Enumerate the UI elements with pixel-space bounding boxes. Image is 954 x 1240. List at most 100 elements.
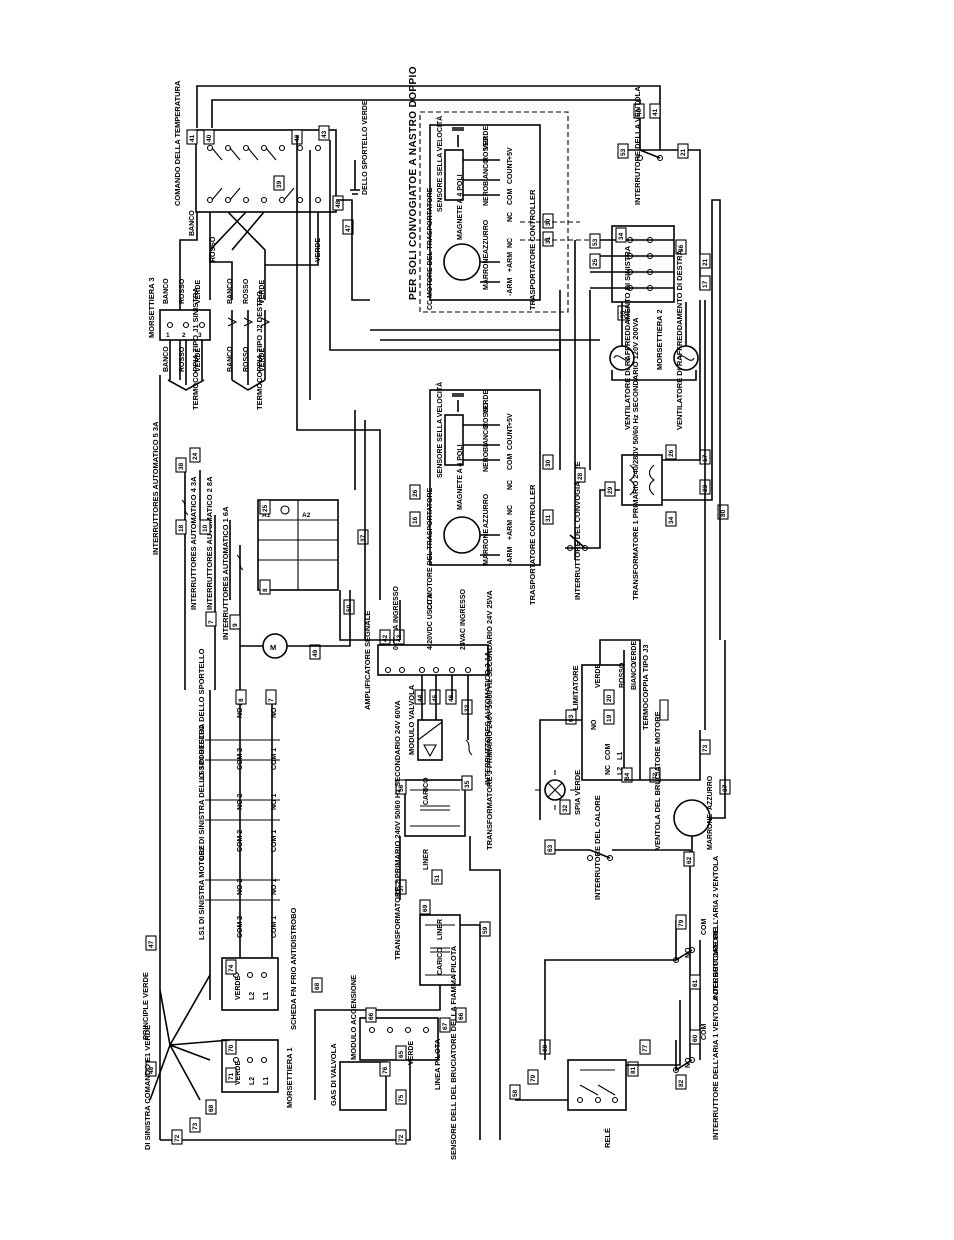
motore-1-symbol — [443, 243, 481, 281]
svg-text:65: 65 — [398, 1050, 405, 1058]
svg-text:68: 68 — [314, 982, 321, 990]
svg-text:NO 1: NO 1 — [271, 702, 278, 718]
svg-text:16: 16 — [412, 516, 419, 524]
svg-text:9: 9 — [232, 623, 239, 627]
wire-comando-rosso — [209, 212, 233, 300]
svg-text:AZZURRO: AZZURRO — [707, 775, 714, 810]
svg-text:NO 2: NO 2 — [237, 794, 244, 810]
svg-text:ROSSO: ROSSO — [179, 346, 186, 372]
svg-text:30: 30 — [545, 459, 552, 467]
sportello-label: DELLO SPORTELLO VERDE — [362, 100, 369, 195]
svg-text:24: 24 — [192, 452, 199, 460]
termocoppia-j2-label: TERMOCOPPIA TIPO J2 DESTRO — [255, 291, 264, 410]
trasformatore-1-box — [621, 454, 663, 506]
ventilatore-destra-label: VENTILATORE DI RAFFREDDAMENTO DI DESTRA — [675, 249, 684, 430]
termocoppia-j1-label: TERMOCOPPIA TIPO J1 SINISTRA — [191, 287, 200, 410]
svg-text:56: 56 — [398, 784, 405, 792]
svg-text:NO 1: NO 1 — [271, 794, 278, 810]
svg-text:BIANCO: BIANCO — [483, 424, 490, 452]
svg-text:+ARM: +ARM — [507, 252, 514, 272]
comando-tags: 41 40 42 43 39 48 47 — [186, 125, 354, 235]
svg-text:L1: L1 — [617, 752, 624, 760]
motore-2-label: CC MOTORE DEL TRASPORTATORE — [427, 487, 434, 610]
svg-text:75: 75 — [398, 1094, 405, 1102]
svg-text:VERDE: VERDE — [631, 641, 638, 665]
svg-text:NC: NC — [507, 238, 514, 248]
svg-text:53: 53 — [620, 148, 627, 156]
outer-wire-top-2 — [211, 99, 641, 150]
trasformatore-3-label: TRANSFORMATORE 3 PRIMARIO 240V 50/60 Hz … — [485, 590, 494, 850]
svg-text:AZZURRO: AZZURRO — [483, 493, 490, 528]
svg-text:MARRONE: MARRONE — [707, 814, 714, 850]
svg-text:59: 59 — [482, 926, 489, 934]
svg-text:7: 7 — [268, 698, 275, 702]
interruttori-1-label: INTERRUTTORES AUTOMATICO 1 6A — [221, 506, 230, 640]
svg-text:47: 47 — [148, 940, 155, 948]
svg-text:BIANCO: BIANCO — [483, 158, 490, 186]
morsettiera-3-box — [159, 309, 211, 341]
morsettiera-1-label: MORSETTIERA 1 — [285, 1047, 294, 1108]
svg-text:VERDE: VERDE — [195, 280, 202, 304]
svg-text:72: 72 — [398, 1134, 405, 1142]
limitatore-box — [581, 664, 625, 781]
interruttore-convogiatore-label: INTERRUTTORE DEL CONVOGIATORE — [573, 461, 582, 600]
trasformatore-2-label: TRANSFORMATORE 2 PRIMARIO 240V 50/60 Hz … — [393, 700, 402, 960]
svg-text:58: 58 — [512, 1089, 519, 1097]
svg-text:NO: NO — [685, 1057, 692, 1068]
svg-text:38: 38 — [178, 462, 185, 470]
svg-text:73: 73 — [192, 1122, 199, 1130]
svg-text:NERO: NERO — [483, 451, 490, 472]
svg-text:L1: L1 — [263, 992, 270, 1000]
svg-text:70: 70 — [228, 1044, 235, 1052]
svg-text:41: 41 — [652, 108, 659, 116]
svg-text:53: 53 — [592, 238, 599, 246]
svg-text:VERDE: VERDE — [235, 1061, 242, 1085]
modulo-accensione-label: MODULO ACCENSIONE — [349, 975, 358, 1060]
svg-text:3: 3 — [198, 332, 202, 339]
svg-text:71: 71 — [228, 1072, 235, 1080]
ls3-label: LS3 DI DESTRA DELLO SPORTELLO — [197, 648, 206, 780]
svg-text:10: 10 — [202, 524, 209, 532]
svg-text:25: 25 — [592, 258, 599, 266]
interruttori-4-label: INTERRUTTORES AUTOMATICO 4 3A — [189, 476, 198, 610]
svg-text:NC: NC — [507, 480, 514, 490]
svg-text:69: 69 — [422, 904, 429, 912]
svg-text:AZZURRO: AZZURRO — [483, 219, 490, 254]
svg-text:40: 40 — [636, 108, 643, 116]
amplificatore-label: AMPLIFICATORE SEGNALE — [363, 611, 372, 710]
interruttore-ventola-label: INTERRUTORE DELLA VENTOLA — [633, 86, 642, 205]
svg-text:ROSSO: ROSSO — [483, 402, 490, 428]
svg-text:COM 2: COM 2 — [237, 830, 244, 852]
svg-text:57: 57 — [398, 884, 405, 892]
svg-text:VERDE: VERDE — [408, 1041, 415, 1065]
svg-text:LINER: LINER — [437, 919, 444, 940]
svg-text:26: 26 — [412, 489, 419, 497]
double-conveyor-region — [419, 111, 569, 313]
svg-text:55: 55 — [620, 310, 627, 318]
ground-star — [149, 974, 231, 1101]
svg-text:72: 72 — [652, 772, 659, 780]
motore-1-label: CC MOTORE DEL TRASPORTATORE — [427, 187, 434, 310]
svg-text:VERDE: VERDE — [315, 238, 322, 262]
sensore-1-box — [444, 149, 464, 201]
trasformatore-1-label: TRANSFORMATORE 1 PRIMARIO 240/280V 50/60… — [631, 317, 640, 600]
svg-text:26: 26 — [668, 449, 675, 457]
svg-text:COUNT: COUNT — [507, 158, 514, 184]
svg-text:77: 77 — [642, 1044, 649, 1052]
svg-text:COM: COM — [701, 919, 708, 936]
svg-text:68: 68 — [208, 1104, 215, 1112]
svg-text:63: 63 — [568, 714, 575, 722]
svg-text:66: 66 — [368, 1012, 375, 1020]
svg-text:21: 21 — [680, 148, 687, 156]
svg-text:29: 29 — [607, 486, 614, 494]
svg-text:A2: A2 — [302, 512, 311, 519]
svg-text:-ARM: -ARM — [507, 278, 514, 296]
limitatore-label: LIMITATORE — [571, 665, 580, 710]
svg-text:61: 61 — [692, 979, 699, 987]
svg-text:67: 67 — [442, 1022, 449, 1030]
svg-text:34: 34 — [668, 516, 675, 524]
svg-text:COM 1: COM 1 — [271, 748, 278, 770]
ventola-bruciatore-label: VENTOLA DEL BRUCIATORE MOTORE — [653, 711, 662, 850]
svg-text:80: 80 — [720, 509, 727, 517]
wire-comando-verde — [265, 212, 319, 266]
